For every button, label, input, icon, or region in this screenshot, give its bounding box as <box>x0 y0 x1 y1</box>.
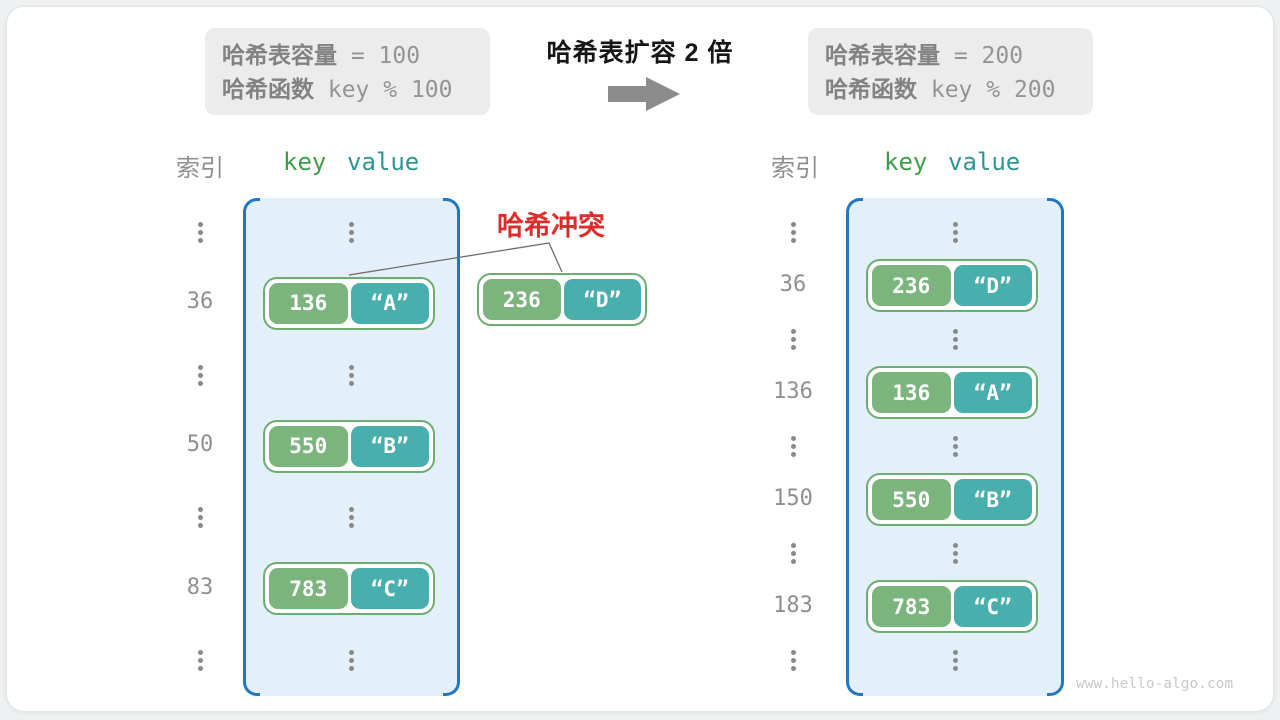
index-label: 36 <box>779 271 807 297</box>
ellipsis-dots <box>349 364 354 386</box>
hash-fn-value: key % 200 <box>930 77 1056 103</box>
pair-value: “C” <box>350 568 429 610</box>
left-index-header: 索引 <box>176 155 224 182</box>
ellipsis-dots <box>952 543 958 564</box>
right-bracket <box>443 198 460 696</box>
ellipsis-dots <box>952 329 958 350</box>
pair-key: 783 <box>872 586 951 627</box>
ellipsis-dots <box>790 650 796 671</box>
left-bracket <box>243 198 260 696</box>
ellipsis-dots <box>790 436 796 457</box>
capacity-value: = 100 <box>350 43 421 69</box>
hash-fn-label: 哈希函数 <box>825 76 917 102</box>
left-key-header: key <box>283 148 327 176</box>
table-row-pair: 136“A” <box>866 366 1038 419</box>
capacity-label: 哈希表容量 <box>222 42 337 68</box>
index-label: 50 <box>186 432 214 457</box>
collision-pair: 236 “D” <box>477 273 647 326</box>
pair-key: 550 <box>269 425 348 467</box>
watermark: www.hello-algo.com <box>1076 676 1234 692</box>
pair-value: “D” <box>953 265 1032 306</box>
right-arrow-icon <box>608 77 680 111</box>
right-key-header: key <box>884 148 928 176</box>
hash-capacity-box-before: 哈希表容量 = 100 哈希函数 key % 100 <box>205 28 490 115</box>
right-bracket <box>1047 198 1064 696</box>
ellipsis-dots <box>952 436 958 457</box>
pair-key: 236 <box>872 265 951 306</box>
table-row-pair: 783“C” <box>263 562 435 616</box>
ellipsis-dots <box>349 222 354 243</box>
index-label: 183 <box>773 592 813 618</box>
table-row-pair: 136“A” <box>263 276 435 330</box>
ellipsis-dots <box>790 543 796 564</box>
ellipsis-dots <box>197 222 203 243</box>
collision-value: “D” <box>563 279 641 320</box>
capacity-line: 哈希表容量 = 100 <box>222 39 490 73</box>
pair-key: 783 <box>269 568 348 610</box>
ellipsis-dots <box>952 650 958 671</box>
table-row-pair: 550“B” <box>263 419 435 473</box>
index-label: 83 <box>186 574 214 600</box>
collision-key: 236 <box>483 279 561 320</box>
pair-value: “B” <box>953 479 1032 520</box>
hash-fn-label: 哈希函数 <box>222 76 314 102</box>
capacity-value: = 200 <box>953 43 1024 69</box>
ellipsis-dots <box>790 329 796 350</box>
index-label: 150 <box>773 485 813 511</box>
index-label: 136 <box>773 378 813 404</box>
hash-table-before: 136“A” 550“B” 783“C” <box>243 198 460 696</box>
expand-title: 哈希表扩容 2 倍 <box>546 39 734 67</box>
ellipsis-dots <box>349 650 354 671</box>
ellipsis-dots <box>952 222 958 243</box>
ellipsis-dots <box>197 507 203 529</box>
ellipsis-dots <box>197 364 203 386</box>
capacity-line: 哈希表容量 = 200 <box>825 39 1093 73</box>
table-row-pair: 550“B” <box>866 473 1038 526</box>
pair-key: 136 <box>872 372 951 413</box>
pair-key: 136 <box>269 282 348 324</box>
hash-fn-value: key % 100 <box>327 77 453 103</box>
pair-value: “C” <box>953 586 1032 627</box>
ellipsis-dots <box>197 650 203 671</box>
ellipsis-dots <box>349 507 354 529</box>
hash-table-after: 236“D” 136“A” 550“B” 783“C” <box>846 198 1064 696</box>
capacity-label: 哈希表容量 <box>825 42 940 68</box>
ellipsis-dots <box>790 222 796 243</box>
pair-value: “A” <box>350 282 429 324</box>
table-row-pair: 783“C” <box>866 580 1038 633</box>
pair-value: “A” <box>953 372 1032 413</box>
hash-fn-line: 哈希函数 key % 100 <box>222 73 490 107</box>
collision-label: 哈希冲突 <box>497 211 605 241</box>
pair-key: 550 <box>872 479 951 520</box>
pair-value: “B” <box>350 425 429 467</box>
table-row-pair: 236“D” <box>866 259 1038 312</box>
right-index-header: 索引 <box>771 155 819 182</box>
left-bracket <box>846 198 863 696</box>
hash-capacity-box-after: 哈希表容量 = 200 哈希函数 key % 200 <box>808 28 1093 115</box>
right-value-header: value <box>948 148 1021 176</box>
hash-fn-line: 哈希函数 key % 200 <box>825 73 1093 107</box>
index-label: 36 <box>186 289 214 315</box>
left-value-header: value <box>347 148 420 176</box>
